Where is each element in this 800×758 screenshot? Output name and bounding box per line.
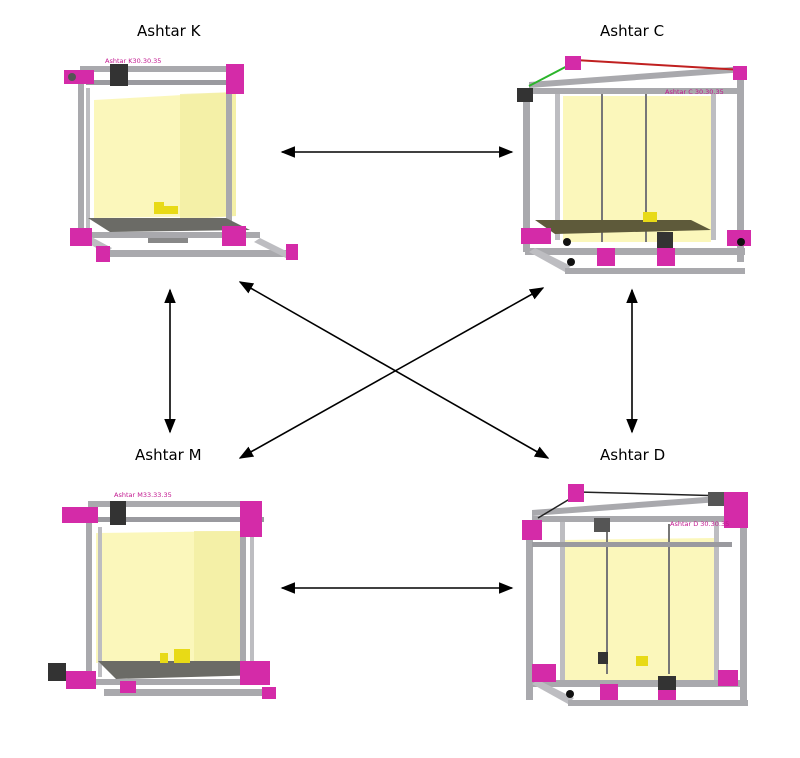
frame-label-ashtar-m: Ashtar M33.33.35 bbox=[114, 491, 172, 499]
printer-title-ashtar-m: Ashtar M bbox=[135, 446, 202, 464]
printer-title-ashtar-k: Ashtar K bbox=[137, 22, 201, 40]
printer-title-ashtar-d: Ashtar D bbox=[600, 446, 666, 464]
frame-label-ashtar-c: Ashtar C 30.30.35 bbox=[665, 88, 724, 96]
frame-label-ashtar-k: Ashtar K30.30.35 bbox=[105, 57, 161, 65]
printer-title-ashtar-c: Ashtar C bbox=[600, 22, 665, 40]
frame-label-ashtar-d: Ashtar D 30.30.35 bbox=[670, 520, 729, 528]
printer-image-ashtar-d: Ashtar D 30.30.35 bbox=[522, 484, 748, 706]
printer-image-ashtar-m: Ashtar M33.33.35 bbox=[48, 491, 276, 699]
arrow-c-m bbox=[238, 287, 545, 459]
printer-image-ashtar-k: Ashtar K30.30.35 bbox=[64, 57, 298, 262]
printer-image-ashtar-c: Ashtar C 30.30.35 bbox=[517, 56, 751, 274]
